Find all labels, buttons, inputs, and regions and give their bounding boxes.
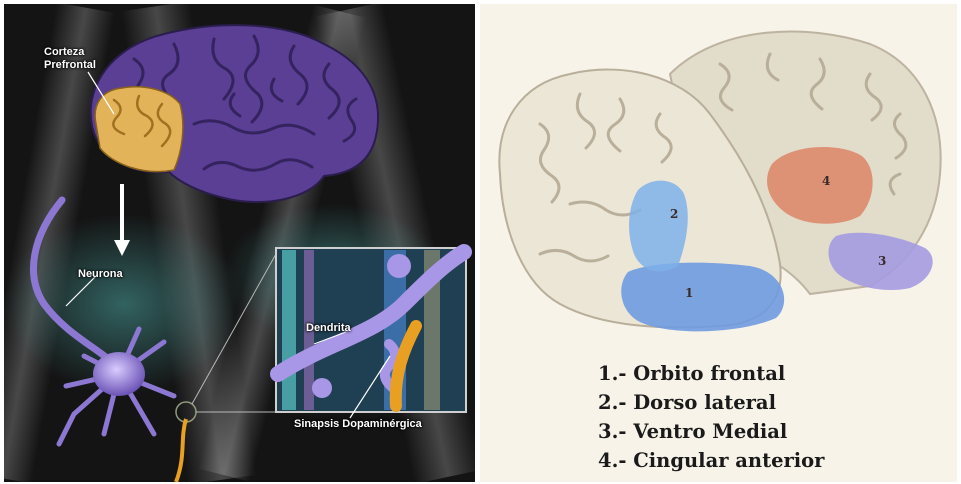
legend-item-2: 2.- Dorso lateral [598,388,824,417]
legend-item-3: 3.- Ventro Medial [598,417,824,446]
label-prefrontal-cortex-line2: Prefrontal [44,59,96,72]
synapse-inset [276,248,466,418]
prefrontal-neuron-illustration: Corteza Prefrontal Neurona Dendrita Sina… [4,4,475,482]
region-marker-4: 4 [822,174,830,188]
region-orbito-frontal [621,263,784,332]
region-marker-1: 1 [685,286,693,300]
prefrontal-regions-illustration: 1 2 3 4 1.- Orbito frontal 2.- Dorso lat… [480,4,957,482]
label-prefrontal-cortex-line1: Corteza [44,46,96,59]
brain-illustration [91,25,378,202]
label-dopaminergic-synapse: Sinapsis Dopaminérgica [294,418,422,431]
legend-item-1: 1.- Orbito frontal [598,359,824,388]
legend-item-4: 4.- Cingular anterior [598,446,824,475]
regions-legend: 1.- Orbito frontal 2.- Dorso lateral 3.-… [598,359,824,475]
region-marker-3: 3 [878,254,886,268]
region-marker-2: 2 [670,207,678,221]
label-prefrontal-cortex: Corteza Prefrontal [44,46,96,72]
illustration-canvas [4,4,475,482]
region-dorso-lateral [629,181,688,272]
label-dendrite: Dendrita [306,322,351,335]
label-neuron: Neurona [78,268,123,281]
